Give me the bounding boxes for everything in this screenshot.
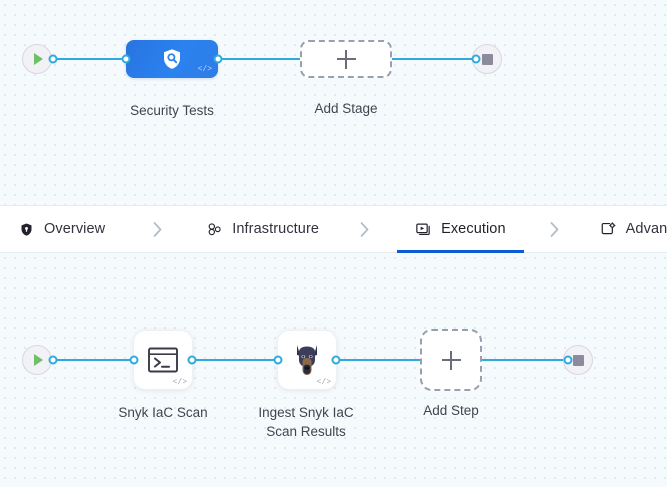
code-badge: </> xyxy=(197,65,212,74)
step-label-ingest-snyk-iac-scan-results: Ingest Snyk IaC Scan Results xyxy=(258,405,354,439)
edge-snyk-iac-scan-to-ingest xyxy=(192,359,278,361)
tab-overview[interactable]: Overview xyxy=(18,206,105,252)
tab-label-infrastructure: Infrastructure xyxy=(232,221,320,237)
port-snyk-iac-scan-in[interactable] xyxy=(129,355,139,365)
edge-add-stage-to-end xyxy=(390,58,476,60)
stage-node-security-tests[interactable]: </> xyxy=(126,40,218,78)
tab-label-overview: Overview xyxy=(44,221,106,237)
port-security-tests-in[interactable] xyxy=(121,54,131,64)
execution-icon xyxy=(415,221,432,238)
step-label-snyk-iac-scan: Snyk IaC Scan xyxy=(118,405,208,420)
port-snyk-iac-scan-out[interactable] xyxy=(187,355,197,365)
port-exec-start-out[interactable] xyxy=(48,355,58,365)
code-badge: </> xyxy=(172,378,187,387)
code-badge: </> xyxy=(316,378,331,387)
pipeline-section-tabs[interactable]: Overview Infrastructure xyxy=(0,205,667,253)
edge-start-to-security-tests xyxy=(44,58,126,60)
port-ingest-in[interactable] xyxy=(273,355,283,365)
edge-ingest-to-add-step xyxy=(336,359,421,361)
edge-add-step-to-end xyxy=(482,359,568,361)
stop-icon xyxy=(572,354,584,366)
shield-search-icon xyxy=(164,49,180,69)
plus-icon xyxy=(336,49,356,69)
stage-canvas[interactable]: </> Security Tests Add Stage xyxy=(0,0,667,205)
edge-security-tests-to-add-stage xyxy=(218,58,302,60)
tab-separator-2 xyxy=(358,221,371,238)
port-security-tests-out[interactable] xyxy=(213,54,223,64)
tab-advanced[interactable]: Advanced xyxy=(600,206,667,252)
add-stage-node[interactable] xyxy=(300,40,392,78)
add-step-node[interactable] xyxy=(420,329,482,391)
play-icon xyxy=(34,354,43,366)
pipeline-start-node[interactable] xyxy=(22,44,52,74)
port-start-out[interactable] xyxy=(48,54,58,64)
tab-label-execution: Execution xyxy=(441,221,506,237)
step-label-add-step: Add Step xyxy=(423,403,479,418)
port-end-in[interactable] xyxy=(471,54,481,64)
stage-label-add-stage: Add Stage xyxy=(314,101,378,116)
play-icon xyxy=(34,53,43,65)
port-ingest-out[interactable] xyxy=(331,355,341,365)
tab-separator-3 xyxy=(548,221,561,238)
tab-execution[interactable]: Execution xyxy=(397,206,524,253)
shield-icon xyxy=(18,221,35,238)
stop-icon xyxy=(481,53,493,65)
execution-canvas[interactable]: </> </> xyxy=(0,253,667,487)
step-node-snyk-iac-scan[interactable]: </> xyxy=(133,330,193,390)
doberman-icon xyxy=(297,345,317,375)
step-node-ingest-snyk-iac-scan-results[interactable]: </> xyxy=(277,330,337,390)
execution-start-node[interactable] xyxy=(22,345,52,375)
edge-start-to-snyk-iac-scan xyxy=(44,359,134,361)
terminal-icon xyxy=(148,347,178,373)
tab-separator-1 xyxy=(151,221,164,238)
stage-label-security-tests: Security Tests xyxy=(130,103,214,118)
plus-icon xyxy=(441,350,461,370)
tab-infrastructure[interactable]: Infrastructure xyxy=(206,206,319,252)
port-exec-end-in[interactable] xyxy=(563,355,573,365)
advanced-gear-icon xyxy=(600,221,617,238)
infrastructure-icon xyxy=(206,221,223,238)
tab-label-advanced: Advanced xyxy=(625,221,667,237)
